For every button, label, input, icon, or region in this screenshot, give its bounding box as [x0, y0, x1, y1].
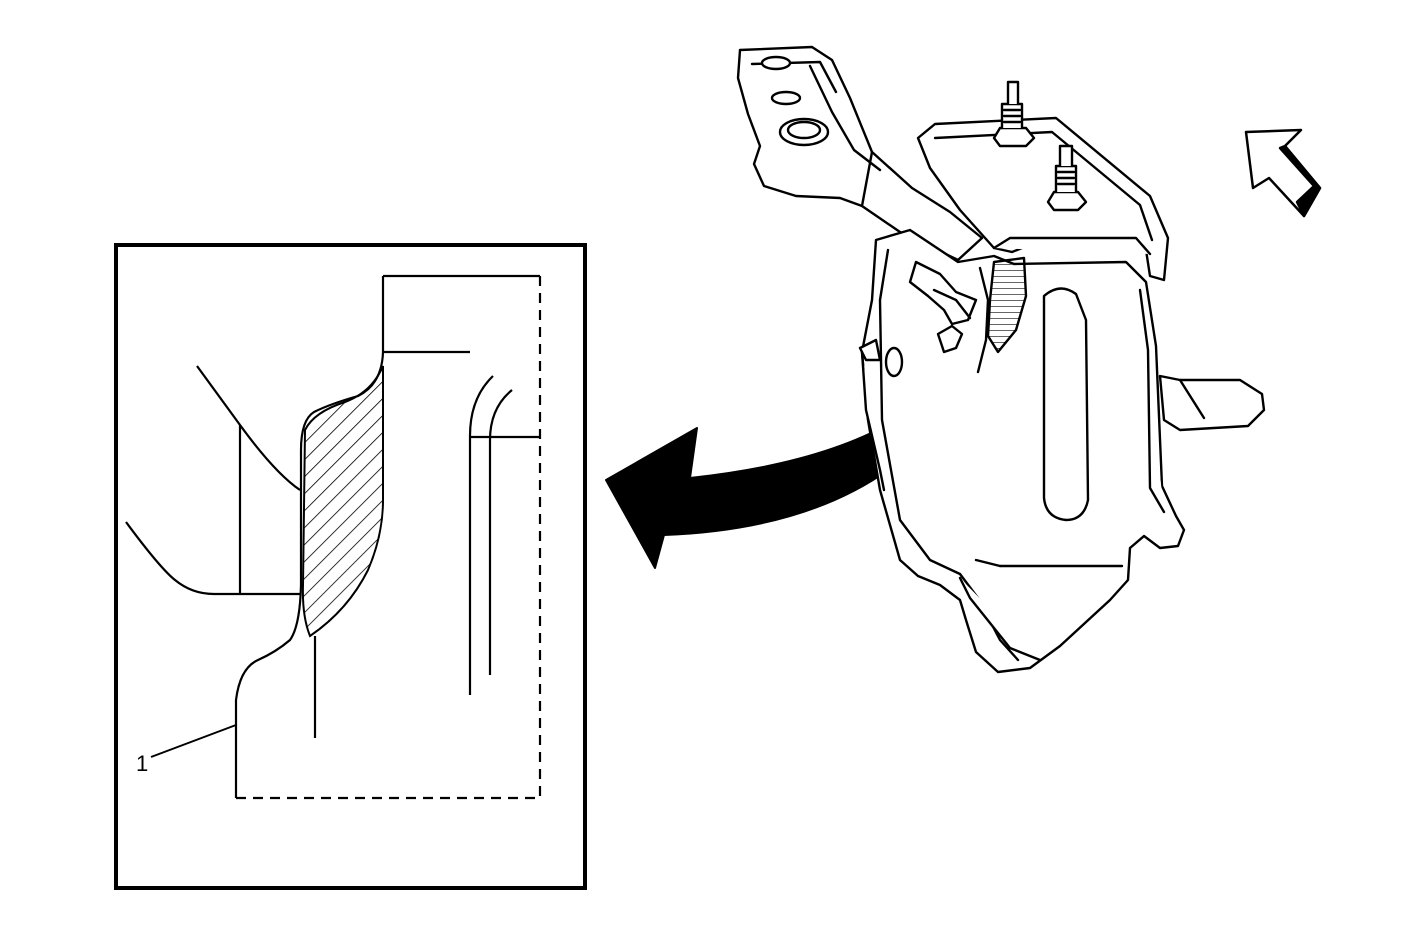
mount-hole [760, 55, 792, 71]
slot [1042, 287, 1090, 522]
inset-section-view [125, 274, 542, 800]
stud [1046, 144, 1088, 212]
callout-label: 1 [136, 751, 148, 776]
view-direction-arrow [1244, 128, 1322, 218]
hatched-weld-area [986, 256, 1028, 354]
callout-leader-line [150, 724, 237, 758]
engine-mount-assembly [736, 45, 1266, 674]
stud [992, 80, 1036, 148]
mount-hole [770, 90, 802, 106]
top-mounting-plate [916, 80, 1170, 282]
mount-body [858, 228, 1266, 674]
callout-1: 1 [136, 724, 237, 776]
hatched-weld-section [301, 365, 384, 638]
detail-inset: 1 [114, 243, 587, 890]
